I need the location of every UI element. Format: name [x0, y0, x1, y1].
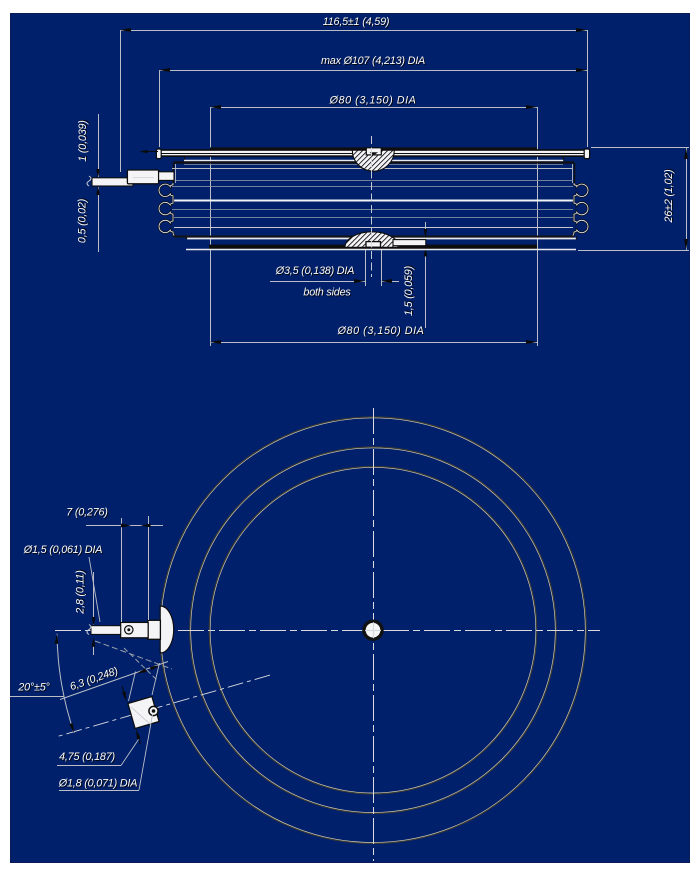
svg-text:Ø80 (3,150) DIA: Ø80 (3,150) DIA: [337, 325, 425, 337]
svg-text:max Ø107 (4,213) DIA: max Ø107 (4,213) DIA: [321, 55, 425, 67]
svg-text:1 (0,039): 1 (0,039): [78, 119, 90, 160]
svg-text:26±2 (1,02): 26±2 (1,02): [663, 170, 675, 224]
svg-text:Ø80 (3,150) DIA: Ø80 (3,150) DIA: [337, 326, 425, 338]
svg-text:both sides: both sides: [303, 287, 351, 299]
svg-text:Ø1,8 (0,071) DIA: Ø1,8 (0,071) DIA: [59, 778, 138, 790]
svg-text:Ø3,5 (0,138) DIA: Ø3,5 (0,138) DIA: [275, 265, 354, 277]
svg-text:4,75 (0,187): 4,75 (0,187): [59, 751, 115, 763]
svg-text:1 (0,039): 1 (0,039): [77, 120, 89, 161]
svg-text:4,75 (0,187): 4,75 (0,187): [60, 752, 116, 764]
svg-text:max Ø107 (4,213) DIA: max Ø107 (4,213) DIA: [322, 56, 426, 68]
svg-text:20°±5°: 20°±5°: [18, 682, 51, 694]
svg-text:116,5±1 (4,59): 116,5±1 (4,59): [323, 16, 390, 28]
svg-text:116,5±1 (4,59): 116,5±1 (4,59): [324, 17, 391, 29]
svg-text:7 (0,276): 7 (0,276): [66, 507, 107, 519]
svg-text:both sides: both sides: [304, 287, 352, 299]
svg-text:1,5 (0,059): 1,5 (0,059): [403, 266, 415, 316]
svg-text:Ø1,5 (0,061) DIA: Ø1,5 (0,061) DIA: [24, 545, 103, 557]
svg-text:Ø1,5 (0,061) DIA: Ø1,5 (0,061) DIA: [23, 544, 102, 556]
svg-text:2,8 (0,11): 2,8 (0,11): [75, 570, 87, 614]
svg-text:26±2 (1,02): 26±2 (1,02): [664, 169, 676, 223]
svg-text:20°±5°: 20°±5°: [17, 682, 50, 694]
svg-text:0,5 (0,02): 0,5 (0,02): [77, 199, 89, 243]
svg-text:2,8 (0,11): 2,8 (0,11): [75, 569, 87, 613]
svg-text:Ø80 (3,150) DIA: Ø80 (3,150) DIA: [329, 95, 417, 107]
svg-text:1,5 (0,059): 1,5 (0,059): [404, 265, 416, 315]
svg-text:Ø1,8 (0,071) DIA: Ø1,8 (0,071) DIA: [58, 778, 137, 790]
svg-text:Ø80 (3,150) DIA: Ø80 (3,150) DIA: [329, 95, 417, 107]
svg-text:0,5 (0,02): 0,5 (0,02): [77, 198, 89, 242]
svg-text:Ø3,5 (0,138) DIA: Ø3,5 (0,138) DIA: [276, 266, 355, 278]
svg-text:7 (0,276): 7 (0,276): [67, 507, 108, 519]
